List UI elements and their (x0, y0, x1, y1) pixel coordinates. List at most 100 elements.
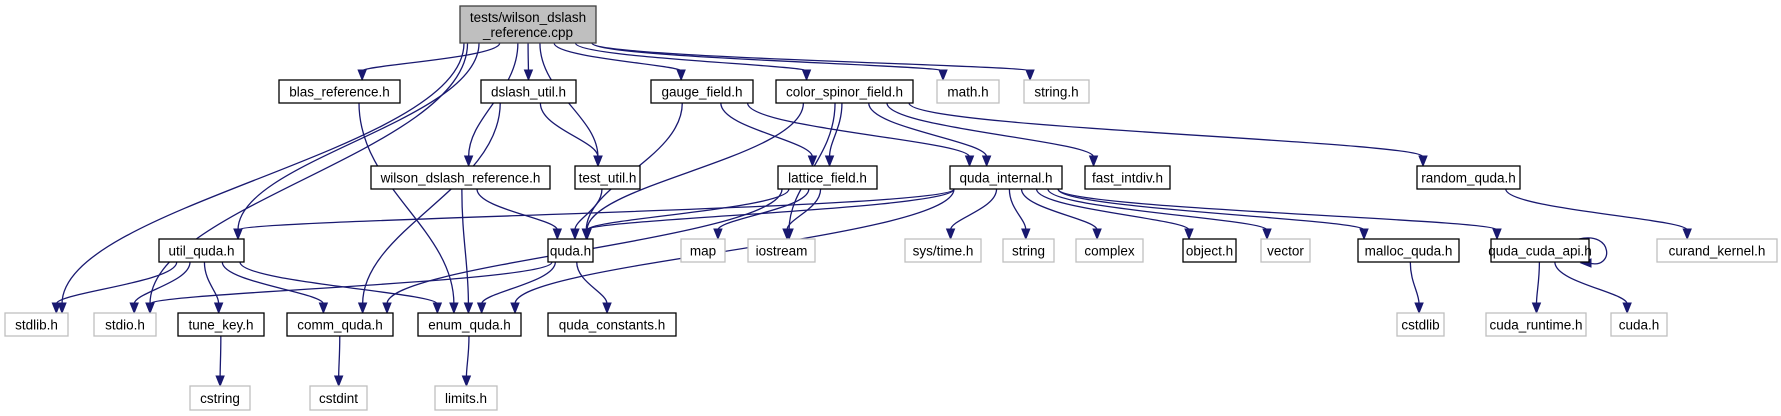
node-util_quda[interactable]: util_quda.h (158, 238, 245, 263)
edge-line (133, 261, 191, 305)
edge-lattice_field-to-iostream (782, 188, 822, 241)
node-box[interactable] (1416, 165, 1521, 190)
edge-quda_cuda_api-to-cuda_runtime (1531, 261, 1542, 315)
edge-line (1008, 188, 1027, 231)
node-label: complex (1084, 244, 1135, 259)
node-label: string.h (1034, 85, 1078, 100)
node-test_util[interactable]: test_util.h (574, 165, 641, 190)
node-quda_cuda_api[interactable]: quda_cuda_api.h (1488, 238, 1592, 263)
node-box[interactable] (775, 79, 914, 104)
node-box (904, 238, 982, 263)
edge-root-to-wilson_dslash_reference (463, 42, 519, 168)
edge-line (221, 261, 325, 305)
node-color_spinor_field[interactable]: color_spinor_field.h (775, 79, 914, 104)
node-root[interactable]: tests/wilson_dslash_reference.cpp (459, 5, 597, 44)
node-box[interactable] (949, 165, 1063, 190)
edge-color_spinor_field-to-random_quda (908, 102, 1428, 168)
edge-line (591, 42, 944, 72)
edge-quda_internal-to-quda (582, 188, 955, 241)
node-malloc_quda[interactable]: malloc_quda.h (1357, 238, 1460, 263)
node-quda_constants[interactable]: quda_constants.h (547, 312, 677, 337)
node-label: lattice_field.h (788, 171, 867, 186)
node-box[interactable] (286, 312, 394, 337)
edge-line (828, 102, 843, 158)
node-label: cstdint (319, 391, 358, 406)
node-cstring: cstring (189, 385, 251, 411)
arrowhead-icon (510, 302, 520, 315)
node-label: math.h (947, 85, 988, 100)
node-label: color_spinor_field.h (786, 85, 903, 100)
edge-line (61, 42, 465, 305)
edge-util_quda-to-enum_quda (239, 261, 443, 315)
node-box[interactable] (177, 312, 265, 337)
arrowhead-icon (801, 69, 812, 82)
node-box (4, 312, 69, 337)
edge-dslash_util-to-test_util (539, 102, 603, 168)
node-box[interactable] (547, 238, 594, 263)
node-box[interactable] (1084, 165, 1171, 190)
edge-enum_quda-to-limits_h (461, 335, 472, 388)
edge-wilson_dslash_reference-to-enum_quda (461, 188, 474, 315)
node-box (680, 238, 726, 263)
edge-line (338, 335, 341, 378)
edge-line (1057, 188, 1365, 231)
node-box[interactable] (370, 165, 551, 190)
node-lattice_field[interactable]: lattice_field.h (777, 165, 878, 190)
node-box[interactable] (459, 5, 597, 44)
edge-line (149, 261, 553, 305)
node-enum_quda[interactable]: enum_quda.h (417, 312, 522, 337)
arrowhead-icon (964, 155, 975, 168)
node-stdlib_h: stdlib.h (4, 312, 69, 337)
node-comm_quda[interactable]: comm_quda.h (286, 312, 394, 337)
arrowhead-icon (945, 228, 956, 241)
arrowhead-icon (1682, 228, 1692, 241)
node-label: cuda_runtime.h (1489, 318, 1582, 333)
node-object[interactable]: object.h (1182, 238, 1237, 263)
arrowhead-icon (318, 302, 329, 315)
edge-line (539, 102, 599, 158)
node-quda_internal[interactable]: quda_internal.h (949, 165, 1063, 190)
node-dslash_util[interactable]: dslash_util.h (480, 79, 577, 104)
node-fast_intdiv[interactable]: fast_intdiv.h (1084, 165, 1171, 190)
node-box[interactable] (777, 165, 878, 190)
node-box[interactable] (650, 79, 754, 104)
edge-line (1035, 188, 1190, 231)
edge-quda-to-enum_quda (476, 261, 556, 315)
node-box[interactable] (158, 238, 245, 263)
arrowhead-icon (1531, 302, 1542, 315)
arrowhead-icon (213, 302, 224, 315)
edge-quda_internal-to-enum_quda (510, 188, 955, 315)
node-box[interactable] (547, 312, 677, 337)
node-blas_reference[interactable]: blas_reference.h (278, 79, 401, 104)
node-box[interactable] (417, 312, 522, 337)
edge-line (1554, 261, 1628, 305)
node-tune_key[interactable]: tune_key.h (177, 312, 265, 337)
node-box[interactable] (1490, 238, 1590, 263)
arrowhead-icon (1414, 302, 1424, 315)
node-label: cuda.h (1619, 318, 1660, 333)
node-vector: vector (1260, 238, 1311, 263)
node-box[interactable] (278, 79, 401, 104)
node-box[interactable] (480, 79, 577, 104)
node-box[interactable] (1182, 238, 1237, 263)
arrowhead-icon (145, 302, 155, 315)
node-wilson_dslash_reference[interactable]: wilson_dslash_reference.h (370, 165, 551, 190)
node-label: dslash_util.h (491, 85, 566, 100)
arrowhead-icon (463, 155, 474, 168)
arrowhead-icon (51, 302, 62, 315)
node-box (747, 238, 816, 263)
arrowhead-icon (676, 69, 686, 82)
arrowhead-icon (333, 375, 344, 388)
node-box[interactable] (574, 165, 641, 190)
node-box[interactable] (1357, 238, 1460, 263)
node-curand_kernel: curand_kernel.h (1656, 238, 1778, 263)
node-gauge_field[interactable]: gauge_field.h (650, 79, 754, 104)
node-label: object.h (1186, 244, 1233, 259)
edge-line (1578, 237, 1608, 265)
edge-line (591, 42, 1031, 72)
node-random_quda[interactable]: random_quda.h (1416, 165, 1521, 190)
edge-line (1535, 261, 1541, 305)
edge-root-to-color_spinor_field (574, 42, 812, 82)
node-quda[interactable]: quda.h (547, 238, 594, 263)
arrowhead-icon (129, 302, 139, 315)
